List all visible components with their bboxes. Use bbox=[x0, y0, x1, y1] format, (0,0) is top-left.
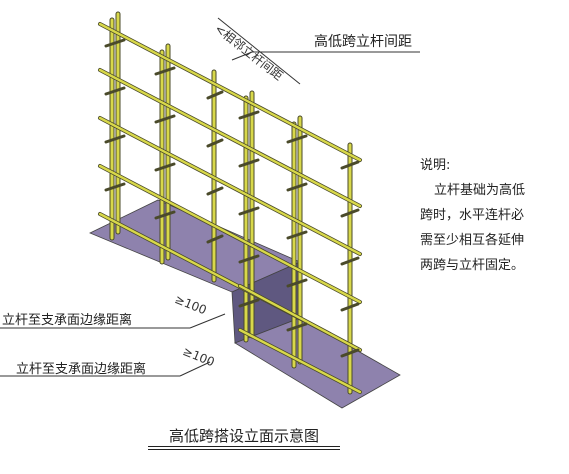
gap-leader bbox=[231, 51, 253, 61]
scaffold-frame bbox=[98, 11, 362, 395]
leader-lines bbox=[0, 17, 420, 377]
caption-underline bbox=[148, 449, 340, 450]
edge-distance-label-1: 立杆至支承面边缘距离 bbox=[2, 313, 133, 328]
bar bbox=[238, 328, 362, 394]
edge-leader-1b bbox=[189, 313, 226, 329]
bar bbox=[98, 164, 362, 304]
bar bbox=[98, 68, 362, 208]
notes-line: 需至少相互各延伸 bbox=[420, 233, 525, 248]
horizontal-bars bbox=[98, 22, 362, 394]
notes-line: 两跨与立杆固定。 bbox=[420, 258, 525, 273]
bar bbox=[98, 22, 362, 162]
gap-label: 高低跨立杆间距 bbox=[314, 34, 412, 50]
bar bbox=[98, 116, 362, 256]
diagram-caption: 高低跨搭设立面示意图 bbox=[168, 427, 319, 445]
notes-line: 跨时，水平连杆必 bbox=[420, 208, 525, 223]
platform-low-top bbox=[234, 317, 401, 409]
adjacent-dim-line bbox=[217, 17, 301, 85]
caption-underline bbox=[148, 446, 340, 447]
notes-title: 说明: bbox=[420, 158, 451, 173]
notes-block: 说明: 立杆基础为高低 跨时，水平连杆必 需至少相互各延伸 两跨与立杆固定。 bbox=[420, 153, 568, 278]
edge-leader-2b bbox=[179, 361, 211, 377]
bar bbox=[238, 284, 362, 352]
edge-distance-label-2: 立杆至支承面边缘距离 bbox=[16, 362, 147, 377]
notes-line: 立杆基础为高低 bbox=[434, 183, 526, 198]
cross-stubs bbox=[104, 38, 360, 358]
